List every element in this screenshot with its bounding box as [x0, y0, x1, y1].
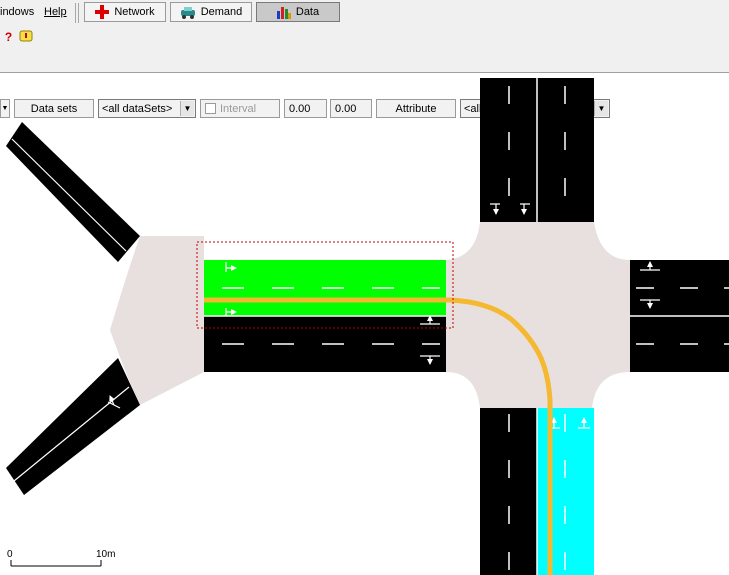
left-junction[interactable] — [110, 236, 204, 405]
car-icon — [180, 7, 195, 19]
datasets-select-value: <all dataSets> — [102, 102, 173, 115]
network-canvas[interactable]: 0 10m — [0, 73, 729, 575]
menu-separator — [78, 3, 79, 23]
selection-box — [196, 241, 454, 329]
road-northwest[interactable] — [6, 122, 140, 262]
datasets-select[interactable]: <all dataSets> ▼ — [98, 99, 196, 118]
tooltip-icon[interactable] — [17, 28, 34, 45]
scale-start: 0 — [7, 549, 13, 560]
turn-arrows — [88, 203, 660, 429]
tab-demand-label: Demand — [200, 6, 243, 18]
help-icon[interactable]: ? — [4, 29, 13, 44]
interval-label: Interval — [220, 102, 257, 115]
road-southwest[interactable] — [6, 358, 140, 495]
tab-network[interactable]: Network — [84, 2, 166, 22]
end-field[interactable]: 0.00 — [330, 99, 372, 118]
main-junction[interactable] — [446, 222, 630, 408]
scale-end: 10m — [96, 549, 115, 560]
attribute-button[interactable]: Attribute — [376, 99, 456, 118]
menu-bar: indows Help Network Demand Data — [0, 0, 729, 26]
menu-separator — [75, 3, 76, 23]
tab-demand[interactable]: Demand — [170, 2, 252, 22]
data-toolbar: ▼ Data sets <all dataSets> ▼ Interval 0.… — [0, 48, 729, 118]
interval-toggle[interactable]: Interval — [200, 99, 280, 118]
highlighted-edge[interactable] — [537, 408, 594, 575]
bar-chart-icon — [276, 7, 291, 19]
road-south[interactable] — [480, 408, 537, 575]
chevron-down-icon: ▼ — [594, 101, 608, 116]
tab-network-label: Network — [114, 6, 155, 18]
scale-bar: 0 10m — [7, 549, 115, 567]
begin-field[interactable]: 0.00 — [284, 99, 327, 118]
dropdown-button[interactable]: ▼ — [0, 99, 10, 118]
main-toolbar: ? custom_1 ▼ ↶ ↷ TAZ — [0, 26, 729, 72]
tab-data[interactable]: Data — [256, 2, 340, 22]
red-cross-icon — [95, 5, 110, 19]
chevron-down-icon: ▼ — [180, 101, 194, 116]
datasets-button[interactable]: Data sets — [14, 99, 94, 118]
tab-data-label: Data — [295, 6, 320, 18]
interval-checkbox[interactable] — [205, 103, 216, 114]
menu-help[interactable]: Help — [44, 6, 67, 18]
lane-divider — [11, 138, 127, 252]
route-path[interactable] — [204, 297, 553, 575]
menu-windows[interactable]: indows — [0, 6, 35, 18]
